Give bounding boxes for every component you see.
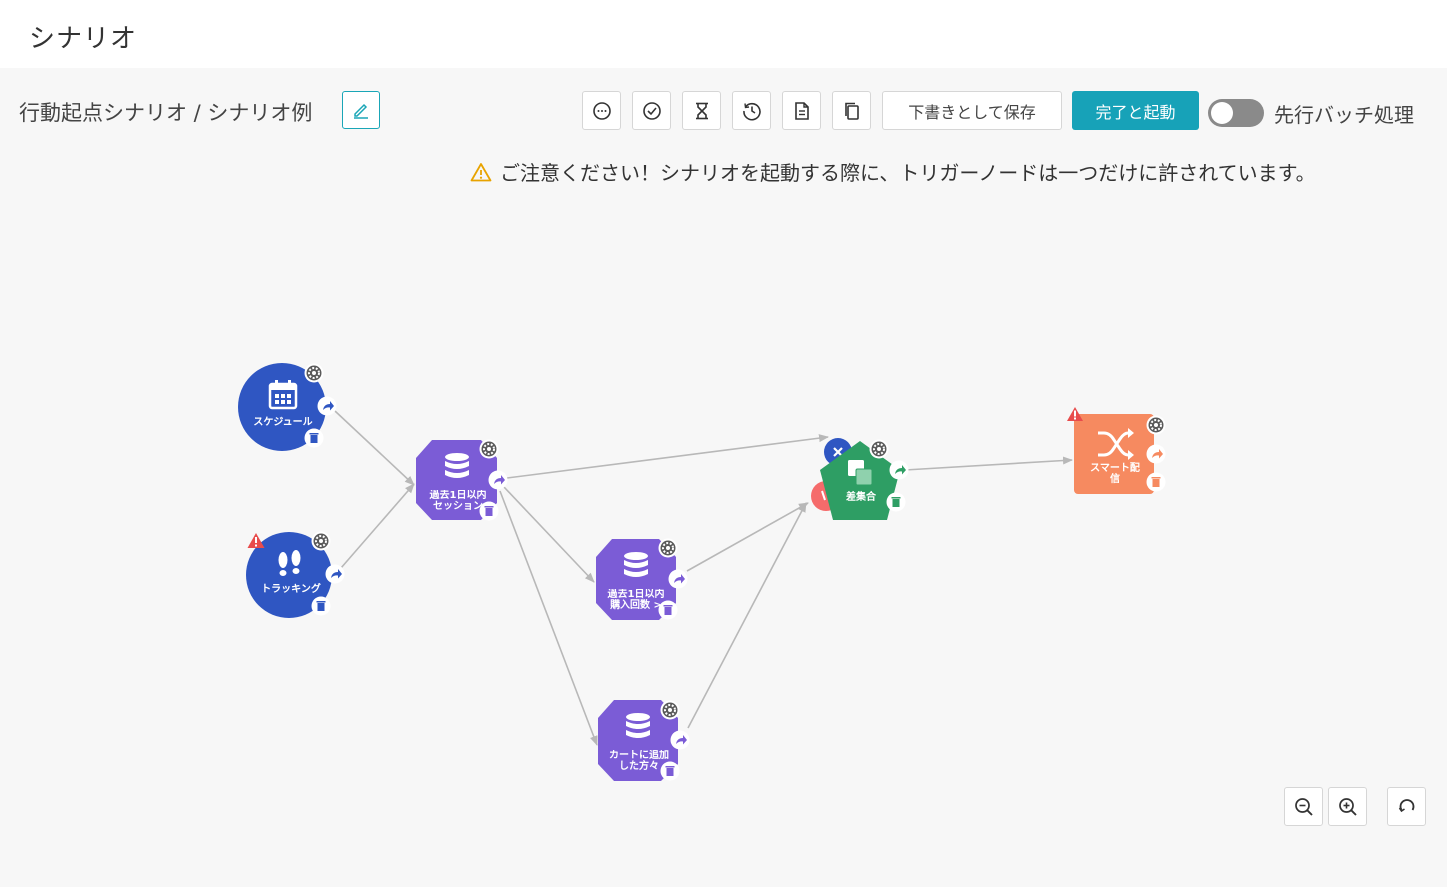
database-icon (626, 713, 650, 738)
connect-icon[interactable] (1146, 444, 1166, 464)
trash-icon[interactable] (304, 428, 324, 448)
connect-icon[interactable] (325, 564, 345, 584)
reset-icon (1398, 798, 1414, 812)
edge-cart-diff (687, 502, 807, 729)
save-draft-button[interactable]: 下書きとして保存 (882, 91, 1062, 130)
node-diff-label: 差集合 (846, 492, 876, 503)
node-schedule[interactable] (238, 362, 337, 451)
batch-toggle[interactable] (1208, 99, 1264, 127)
trigger-warning: ご注意ください！シナリオを起動する際に、トリガーノードは一つだけに許されています… (470, 157, 1316, 186)
layers-icon (848, 460, 873, 486)
connect-icon[interactable] (889, 460, 909, 480)
node-schedule-label: スケジュール (253, 417, 313, 428)
node-smart-label: スマート配信 (1090, 463, 1140, 485)
breadcrumb: 行動起点シナリオ / シナリオ例 (19, 101, 313, 125)
document-icon (794, 101, 809, 120)
edge-schedule-session (334, 410, 415, 486)
trash-icon[interactable] (311, 596, 331, 616)
database-icon (624, 552, 648, 577)
node-tracking[interactable] (246, 530, 345, 619)
hourglass-icon (695, 102, 708, 119)
gear-icon[interactable] (478, 438, 500, 460)
edge-session-purchase (503, 486, 595, 583)
warning-text: ご注意ください！シナリオを起動する際に、トリガーノードは一つだけに許されています… (500, 161, 1316, 185)
shuffle-arrowheads (1128, 428, 1134, 460)
error-alert-icon (247, 533, 265, 548)
edge-tracking-session (340, 483, 415, 569)
connect-icon[interactable] (668, 569, 688, 589)
zoom-in-button[interactable] (1328, 787, 1367, 826)
error-alert-icon (1067, 407, 1083, 421)
gear-icon[interactable] (657, 537, 679, 559)
wait-button[interactable] (682, 91, 721, 130)
node-session-label: 過去1日以内セッション (429, 490, 487, 512)
zoom-out-button[interactable] (1284, 787, 1323, 826)
comment-button[interactable] (582, 91, 621, 130)
node-cart-label: カートに追加した方々 (609, 750, 669, 772)
trash-icon[interactable] (1146, 472, 1166, 492)
connect-icon[interactable] (670, 730, 690, 750)
edge-session-cart (499, 490, 598, 746)
node-smart[interactable] (1067, 407, 1167, 494)
history-icon (742, 102, 761, 120)
shuffle-icon (1098, 431, 1131, 457)
node-purchase[interactable] (596, 537, 688, 621)
zoom-in-icon (1338, 797, 1357, 816)
node-diff[interactable] (811, 438, 909, 520)
validate-button[interactable] (632, 91, 671, 130)
gear-icon[interactable] (303, 362, 325, 384)
connect-icon[interactable] (317, 396, 337, 416)
zoom-out-icon (1294, 797, 1313, 816)
trash-icon[interactable] (886, 492, 906, 512)
close-icon[interactable] (833, 447, 843, 457)
reset-view-button[interactable] (1387, 787, 1426, 826)
node-tracking-label: トラッキング (261, 584, 321, 595)
top-bar: シナリオ (0, 0, 1447, 68)
node-purchase-label: 過去1日以内購入回数 > (607, 589, 665, 611)
edge-session-diff (506, 434, 829, 479)
input-b-label (821, 490, 826, 501)
edit-name-button[interactable] (342, 91, 380, 129)
edge-diff-smart (904, 456, 1073, 471)
complete-launch-button[interactable]: 完了と起動 (1072, 91, 1199, 130)
gear-icon[interactable] (310, 530, 332, 552)
edge-purchase-diff (686, 502, 809, 572)
gear-icon[interactable] (659, 699, 681, 721)
database-icon (445, 453, 469, 478)
node-session[interactable] (416, 438, 508, 521)
check-circle-icon (642, 101, 661, 120)
footprints-icon (278, 550, 301, 576)
document-button[interactable] (782, 91, 821, 130)
copy-button[interactable] (832, 91, 871, 130)
batch-toggle-label: 先行バッチ処理 (1274, 103, 1414, 127)
warning-triangle-icon (470, 162, 492, 181)
connect-icon[interactable] (488, 470, 508, 490)
gear-icon[interactable] (868, 438, 890, 460)
calendar-icon (268, 380, 298, 410)
toggle-knob (1211, 102, 1233, 124)
copy-icon (844, 102, 859, 120)
gear-icon[interactable] (1145, 414, 1167, 436)
pencil-icon (354, 103, 368, 119)
node-cart[interactable] (598, 699, 690, 781)
history-button[interactable] (732, 91, 771, 130)
comment-icon (592, 101, 611, 120)
page-title: シナリオ (29, 24, 138, 54)
